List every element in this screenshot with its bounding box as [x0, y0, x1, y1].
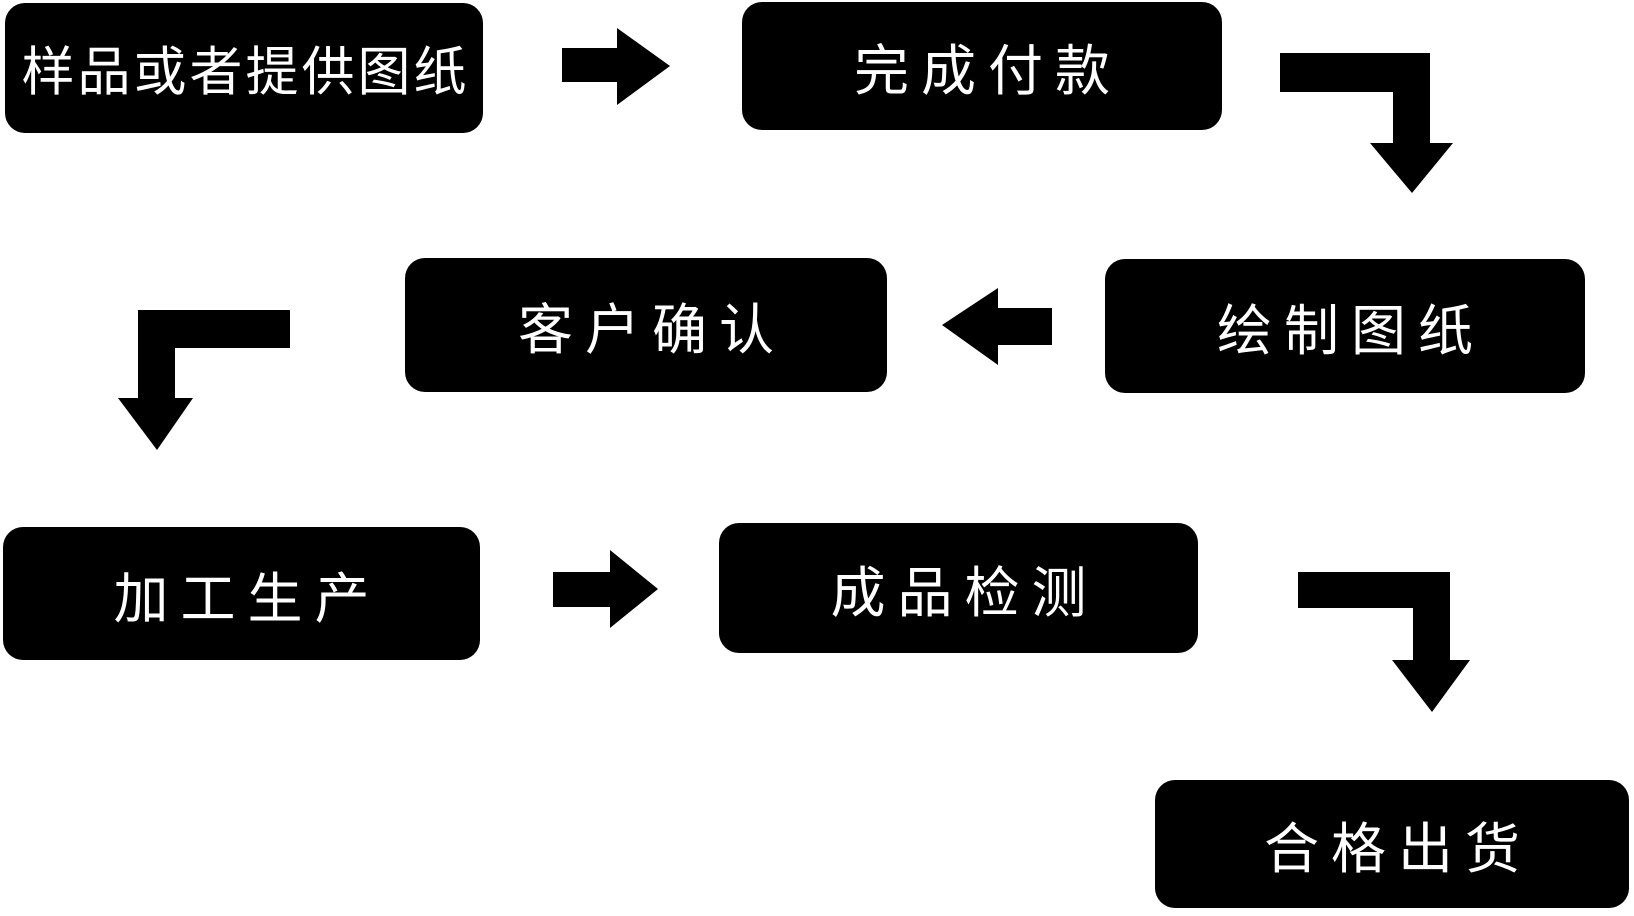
arrow-left-icon	[942, 288, 1052, 365]
flow-node-qualified-shipment: 合格出货	[1155, 780, 1629, 908]
arrow-elbow-shape	[118, 310, 290, 450]
arrow-elbow-shape	[1280, 53, 1453, 193]
flow-node-complete-payment: 完成付款	[742, 2, 1222, 130]
flow-node-customer-confirmation: 客户确认	[405, 258, 887, 392]
arrow-right-icon	[553, 550, 658, 628]
arrow-right-shape	[562, 28, 670, 105]
arrow-right-shape	[553, 550, 658, 628]
arrow-left-then-down-icon	[118, 310, 290, 450]
arrow-right-icon	[562, 28, 670, 105]
flow-node-draw-drawings: 绘制图纸	[1105, 259, 1585, 393]
arrow-right-then-down-icon	[1280, 53, 1453, 193]
flow-node-sample-or-drawings: 样品或者提供图纸	[5, 3, 483, 133]
flow-node-processing-production: 加工生产	[3, 527, 480, 660]
arrow-left-shape	[942, 288, 1052, 365]
flow-node-finished-product-inspection: 成品检测	[719, 523, 1198, 653]
arrow-right-then-down-icon	[1298, 572, 1470, 712]
arrow-elbow-shape	[1298, 572, 1470, 712]
